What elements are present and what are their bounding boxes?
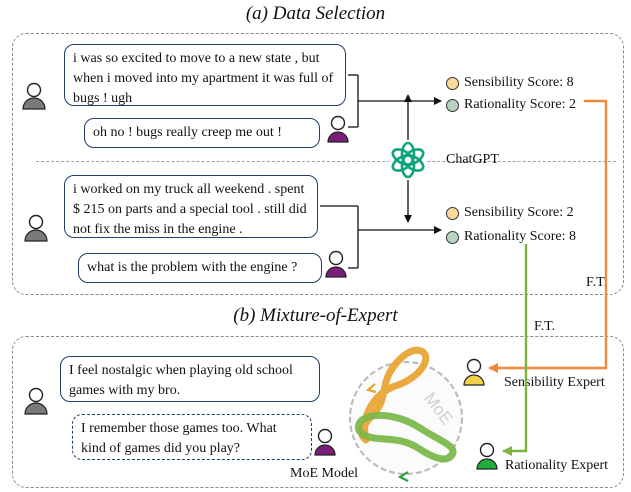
dialog1-rationality-score: Rationality Score: 2 <box>446 97 576 113</box>
rationality-dot-icon <box>446 230 459 244</box>
moe-reply-bubble: I remember those games too. What kind of… <box>72 414 312 460</box>
orange-finetune-arrow <box>488 99 608 373</box>
dialog2-user-avatar-icon <box>24 214 48 242</box>
dialog2-sensibility-score: Sensibility Score: 2 <box>446 205 574 221</box>
dialog1-connectors <box>348 74 442 128</box>
sensibility-expert-label: Sensibility Expert <box>504 375 605 390</box>
moe-model-label: MoE Model <box>290 466 359 481</box>
chatgpt-logo-icon <box>389 141 427 179</box>
dialog2-user-bubble: i worked on my truck all weekend . spent… <box>64 175 318 238</box>
green-finetune-arrow <box>502 244 528 456</box>
dialog1-user-bubble: i was so excited to move to a new state … <box>64 44 346 106</box>
dialog1-bot-avatar-icon <box>327 115 349 143</box>
chatgpt-label: ChatGPT <box>446 152 499 167</box>
ft-label-orange: F.T. <box>586 275 608 290</box>
dialog1-rationality-label: Rationality Score: 2 <box>464 97 576 112</box>
ft-label-green: F.T. <box>534 319 556 334</box>
dialog2-rationality-label: Rationality Score: 8 <box>464 229 576 244</box>
dialog-divider <box>36 161 616 162</box>
moe-bot-avatar-icon <box>314 428 336 456</box>
dialog1-sensibility-label: Sensibility Score: 8 <box>464 75 574 90</box>
rationality-expert-label: Rationality Expert <box>505 458 609 473</box>
sensibility-expert-avatar-icon <box>463 358 485 386</box>
dialog2-rationality-score: Rationality Score: 8 <box>446 229 576 245</box>
dialog1-sensibility-score: Sensibility Score: 8 <box>446 75 574 91</box>
section-b-title: (b) Mixture-of-Expert <box>233 305 398 326</box>
section-a-title: (a) Data Selection <box>245 3 386 24</box>
rationality-dot-icon <box>446 98 459 112</box>
moe-panel <box>12 336 624 488</box>
dialog2-sensibility-label: Sensibility Score: 2 <box>464 205 574 220</box>
dialog1-reply-bubble: oh no ! bugs really creep me out ! <box>84 118 320 148</box>
sensibility-dot-icon <box>446 206 459 220</box>
sensibility-dot-icon <box>446 76 459 90</box>
rationality-expert-avatar-icon <box>476 442 498 470</box>
moe-user-avatar-icon <box>24 387 48 415</box>
dialog1-user-avatar-icon <box>22 82 46 110</box>
data-selection-panel <box>12 33 624 295</box>
dialog2-reply-bubble: what is the problem with the engine ? <box>78 253 322 283</box>
dialog2-bot-avatar-icon <box>325 250 347 278</box>
dialog2-connectors <box>320 205 442 269</box>
moe-user-bubble: I feel nostalgic when playing old school… <box>60 356 320 402</box>
moe-circle-icon: MoE <box>348 346 464 482</box>
